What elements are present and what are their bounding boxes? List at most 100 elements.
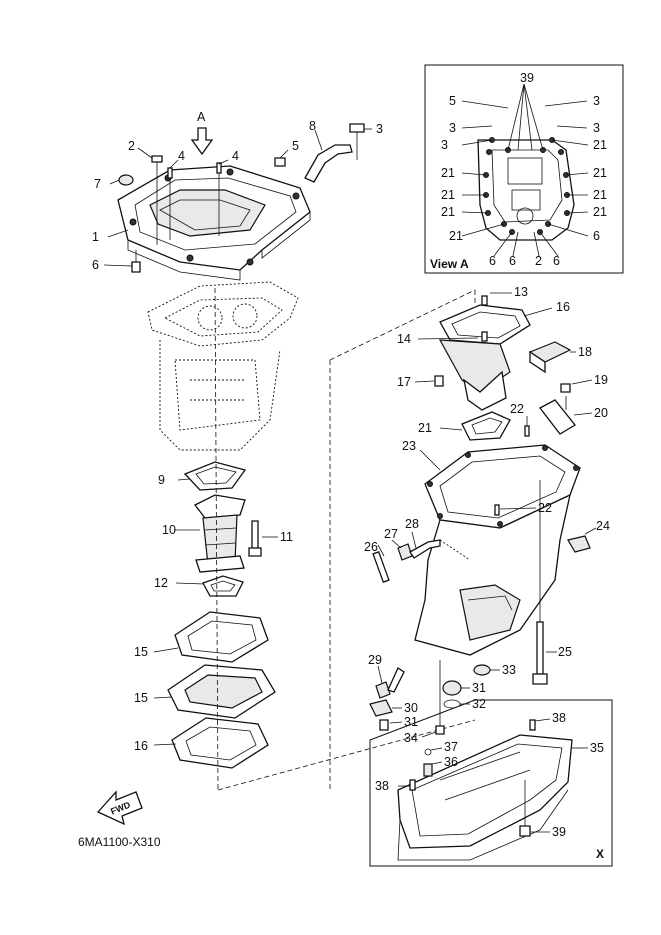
bolt-3 bbox=[349, 123, 365, 133]
dowel-15 bbox=[481, 331, 488, 342]
callout-18: 12 bbox=[154, 576, 168, 590]
view-a-callout-3: 3 bbox=[593, 94, 600, 108]
bolt-21 bbox=[536, 621, 544, 675]
callout-37: 37 bbox=[444, 740, 458, 754]
bracket-33 bbox=[369, 699, 393, 717]
bolt-26 bbox=[560, 383, 571, 393]
hose-8 bbox=[304, 144, 353, 183]
view-a-callout-21: 21 bbox=[441, 205, 455, 219]
fwd-indicator: FWD bbox=[96, 790, 143, 826]
callout-16: 15 bbox=[134, 645, 148, 659]
callout-36: 36 bbox=[444, 755, 458, 769]
callout-7: 7 bbox=[94, 177, 101, 191]
view-a-callout-6: 21 bbox=[449, 229, 463, 243]
gasket-10 bbox=[183, 461, 247, 491]
dowel-4 bbox=[167, 167, 173, 179]
upper-case-assembly: A bbox=[92, 110, 383, 281]
dowel-22 bbox=[524, 425, 530, 437]
callout-4: 4 bbox=[178, 149, 185, 163]
bolt-34 bbox=[379, 719, 389, 731]
dowel-22 bbox=[494, 504, 500, 516]
callout-20: 23 bbox=[402, 439, 416, 453]
lower-cover-section: 35 36 37 38 38 39 X bbox=[369, 699, 613, 867]
grommet-23 bbox=[442, 680, 462, 696]
gasket-13 bbox=[461, 411, 511, 441]
view-a-callout-6: 6 bbox=[489, 254, 496, 268]
plug-28 bbox=[567, 535, 591, 553]
grommet-27 bbox=[473, 664, 491, 676]
section-letter: X bbox=[596, 847, 604, 861]
bolt-14 bbox=[434, 375, 444, 387]
bolt-6 bbox=[131, 261, 141, 273]
view-a-callout-21: 21 bbox=[441, 188, 455, 202]
callout-13: 21 bbox=[418, 421, 432, 435]
view-a-callout-6: 6 bbox=[593, 229, 600, 243]
bolt-11 bbox=[251, 520, 259, 549]
view-a-callout-3: 3 bbox=[449, 121, 456, 135]
callout-9: 10 bbox=[162, 523, 176, 537]
lower-cover-35 bbox=[397, 734, 573, 849]
callout-28: 24 bbox=[596, 519, 610, 533]
diagram-code: 6MA1100-X310 bbox=[78, 835, 161, 849]
view-a-inset: 39 5 3 3 3 3 21 21 21 21 21 21 21 21 6 6… bbox=[424, 64, 624, 274]
dowel-38 bbox=[409, 779, 416, 791]
dowel-15 bbox=[481, 295, 488, 306]
dowel-38 bbox=[529, 719, 536, 731]
callout-22: 22 bbox=[510, 402, 524, 416]
callout-10: 9 bbox=[158, 473, 165, 487]
callout-21: 25 bbox=[558, 645, 572, 659]
clip-31 bbox=[375, 681, 391, 699]
callout-4: 4 bbox=[232, 149, 239, 163]
view-a-callout-21: 21 bbox=[593, 188, 607, 202]
callout-8: 8 bbox=[309, 119, 316, 133]
callout-33: 30 bbox=[404, 701, 418, 715]
callout-5: 5 bbox=[292, 139, 299, 153]
water-pump-housing-9 bbox=[194, 494, 246, 519]
callout-31: 27 bbox=[384, 527, 398, 541]
view-a-callout-21: 21 bbox=[593, 138, 607, 152]
view-a-callout-2: 6 bbox=[509, 254, 516, 268]
callout-1: 1 bbox=[92, 230, 99, 244]
view-a-callout-6: 6 bbox=[553, 254, 560, 268]
callout-30: 26 bbox=[364, 540, 378, 554]
view-a-callout-2: 2 bbox=[535, 254, 542, 268]
callout-12: 16 bbox=[556, 300, 570, 314]
callout-15: 14 bbox=[397, 332, 411, 346]
callout-11: 11 bbox=[280, 530, 293, 544]
callout-38: 38 bbox=[552, 711, 566, 725]
view-a-frame bbox=[424, 64, 624, 274]
section-x-frame bbox=[369, 699, 613, 867]
exhaust-guide-assembly: 13 14 16 17 18 19 20 21 bbox=[329, 285, 608, 441]
hose-32 bbox=[409, 539, 441, 559]
callout-2: 2 bbox=[128, 139, 135, 153]
view-a-callout-3: 3 bbox=[593, 121, 600, 135]
seal-18 bbox=[202, 575, 244, 597]
bolt-2 bbox=[151, 155, 163, 163]
screw-30 bbox=[372, 551, 390, 583]
view-a-label: View A bbox=[430, 257, 469, 271]
callout-24: 32 bbox=[472, 697, 486, 711]
view-a-callout-21: 21 bbox=[593, 205, 607, 219]
callout-6: 6 bbox=[92, 258, 99, 272]
callout-14: 17 bbox=[397, 375, 411, 389]
callout-29: 34 bbox=[404, 731, 418, 745]
misc-parts: 26 27 28 29 30 31 31 32 33 bbox=[364, 517, 516, 745]
engine-phantom bbox=[147, 281, 299, 451]
view-a-callout-21: 21 bbox=[441, 166, 455, 180]
callout-22: 22 bbox=[538, 501, 552, 515]
view-a-arrow-icon bbox=[190, 127, 214, 156]
callout-23: 31 bbox=[472, 681, 486, 695]
view-a-callout-3: 5 bbox=[449, 94, 456, 108]
fitting-36 bbox=[423, 763, 433, 777]
callout-19: 18 bbox=[578, 345, 592, 359]
callout-27: 33 bbox=[502, 663, 516, 677]
view-a-callout-21: 21 bbox=[593, 166, 607, 180]
callout-25: 20 bbox=[594, 406, 608, 420]
callout-35: 35 bbox=[590, 741, 604, 755]
plate-25 bbox=[539, 399, 576, 435]
dowel-4 bbox=[216, 162, 222, 174]
callout-38: 38 bbox=[375, 779, 389, 793]
view-a-callout-5: 39 bbox=[520, 71, 534, 85]
callout-15: 13 bbox=[514, 285, 528, 299]
